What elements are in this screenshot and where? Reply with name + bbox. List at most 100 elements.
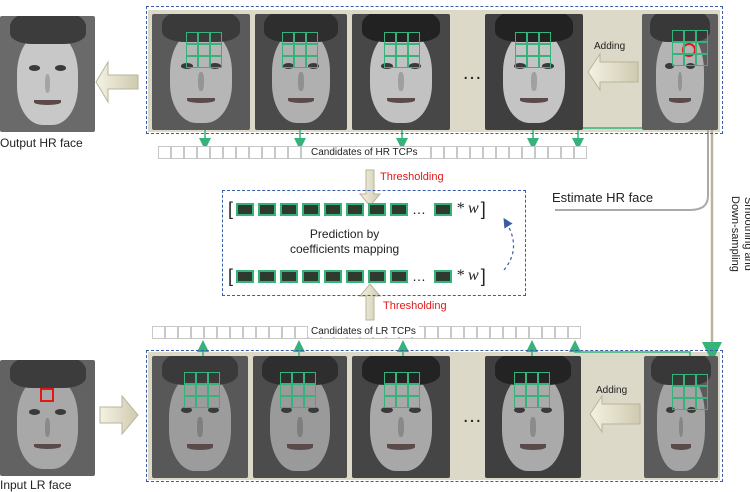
patch-grid (384, 372, 420, 408)
patch-grid-cell (292, 396, 304, 408)
patch-grid-cell (280, 372, 292, 384)
lr-coefficient-row: [ … * w ] (228, 265, 486, 287)
candidate-cell (288, 146, 301, 159)
candidate-cell (464, 326, 477, 339)
patch-grid-cell (515, 56, 527, 68)
patch-grid-cell (306, 32, 318, 44)
patch-grid-cell (184, 396, 196, 408)
patch-grid-cell (696, 374, 708, 386)
adding-top-arrow (587, 52, 639, 92)
coefficient-patch (368, 202, 387, 216)
patch-grid (514, 372, 550, 408)
coefficient-patch (302, 269, 321, 283)
lr-candidates-label: Candidates of LR TCPs (308, 326, 419, 337)
patch-grid-cell (210, 32, 222, 44)
candidate-cell (470, 146, 483, 159)
patch-grid-cell (208, 396, 220, 408)
candidate-cell (548, 146, 561, 159)
candidate-cell (451, 326, 464, 339)
patch-grid-cell (696, 54, 708, 66)
candidate-cell (191, 326, 204, 339)
patch-grid-cell (198, 44, 210, 56)
coefficient-patch (280, 269, 299, 283)
lr-training-face-4 (485, 356, 581, 478)
patch-grid-cell (696, 42, 708, 54)
output-arrow (95, 60, 139, 104)
coefficient-patch (236, 202, 255, 216)
patch-grid-cell (684, 374, 696, 386)
coefficient-patch (258, 269, 277, 283)
patch-grid-cell (384, 32, 396, 44)
patch-grid-cell (280, 384, 292, 396)
coefficient-patch (258, 202, 277, 216)
patch-grid-cell (186, 56, 198, 68)
prediction-text: Prediction by coefficients mapping (290, 227, 400, 256)
patch-grid-cell (539, 56, 551, 68)
lr-training-face-3 (352, 356, 450, 478)
patch-grid-cell (396, 56, 408, 68)
patch-grid-cell (527, 32, 539, 44)
hr-training-face-3 (352, 14, 450, 130)
candidate-cell (496, 146, 509, 159)
patch-grid-cell (408, 56, 420, 68)
candidate-cell (561, 146, 574, 159)
patch-grid-cell (526, 396, 538, 408)
hr-row-ellipsis: … (412, 201, 427, 217)
lr-row-times-w: * w (456, 267, 479, 284)
input-patch-marker (40, 388, 54, 402)
output-hr-face-label: Output HR face (0, 136, 83, 150)
candidate-cell (490, 326, 503, 339)
patch-grid-cell (184, 384, 196, 396)
patch-grid-cell (408, 44, 420, 56)
patch-grid-cell (515, 44, 527, 56)
patch-grid-cell (684, 42, 696, 54)
lr-training-face-1 (152, 356, 248, 478)
patch-grid-cell (514, 372, 526, 384)
candidate-cell (210, 146, 223, 159)
patch-grid-cell (294, 44, 306, 56)
candidate-cell (483, 146, 496, 159)
estimate-connector (555, 128, 709, 211)
patch-grid-cell (539, 44, 551, 56)
patch-grid-cell (280, 396, 292, 408)
smoothing-downsampling-label: Smoothing and Down-sampling (729, 196, 750, 272)
patch-grid-cell (196, 384, 208, 396)
lr-row-ellipsis: … (412, 268, 427, 284)
patch-grid-cell (538, 372, 550, 384)
patch-grid-cell (304, 372, 316, 384)
thresholding-top-label: Thresholding (380, 171, 444, 183)
patch-grid-cell (538, 396, 550, 408)
patch-grid (186, 32, 222, 68)
input-lr-face-image (0, 360, 95, 476)
candidate-cell (152, 326, 165, 339)
patch-grid-cell (396, 372, 408, 384)
top-ellipsis: … (462, 62, 482, 84)
output-hr-face-image (0, 16, 95, 132)
candidate-cell (509, 146, 522, 159)
patch-grid-cell (684, 398, 696, 410)
coefficient-patch (346, 269, 365, 283)
lr-mini-patch-last (434, 269, 453, 283)
patch-grid-cell (396, 44, 408, 56)
candidate-cell (256, 326, 269, 339)
input-lr-face-label: Input LR face (0, 478, 72, 492)
patch-grid-cell (408, 384, 420, 396)
candidate-cell (438, 326, 451, 339)
bottom-panel-outline (146, 350, 723, 482)
patch-grid-cell (384, 384, 396, 396)
patch-grid-cell (396, 396, 408, 408)
estimated-hr-face (642, 14, 718, 130)
candidate-cell (535, 146, 548, 159)
hr-row-times-w: * w (456, 200, 479, 217)
coefficient-patch (390, 269, 409, 283)
patch-grid (184, 372, 220, 408)
patch-grid-cell (684, 30, 696, 42)
patch-grid-cell (527, 44, 539, 56)
hr-training-face-4 (485, 14, 583, 130)
candidate-cell (282, 326, 295, 339)
adding-bottom-arrow (589, 394, 641, 434)
patch-grid-cell (527, 56, 539, 68)
candidate-cell (542, 326, 555, 339)
adding-top-label: Adding (594, 41, 626, 52)
candidate-cell (243, 326, 256, 339)
